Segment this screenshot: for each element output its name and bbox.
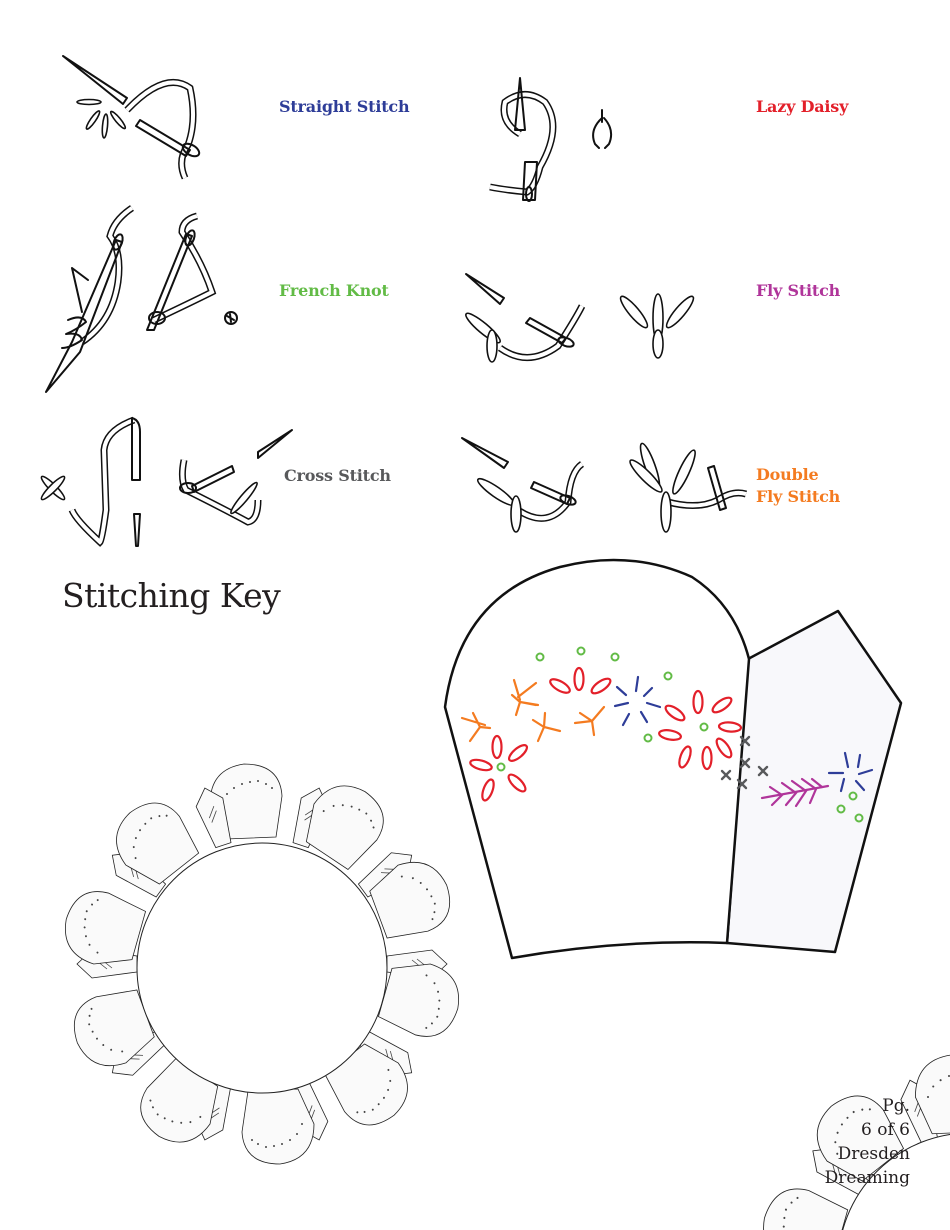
- cross-stitch-label: Cross Stitch: [284, 466, 391, 485]
- lazy-daisy-motif-3: [658, 689, 743, 771]
- lazy-daisy-motif-1: [469, 734, 529, 802]
- dresden-plate-diagram: [55, 763, 469, 1165]
- page-info: Pg. 6 of 6 Dresden Dreaming: [825, 1094, 910, 1190]
- fly-stitch-motifs: [460, 678, 606, 743]
- double-fly-stitch-illustration: [461, 437, 748, 533]
- french-knot-label: French Knot: [279, 281, 389, 300]
- page-title: Stitching Key: [62, 576, 281, 615]
- double-fly-stitch-label: Double Fly Stitch: [756, 464, 840, 508]
- lazy-daisy-illustration: [489, 77, 613, 202]
- cross-stitch-illustration: [40, 416, 293, 547]
- pattern-name-line1: Dresden: [837, 1144, 910, 1164]
- straight-stitch-illustration: [62, 55, 201, 180]
- lazy-daisy-motif-2: [549, 666, 612, 695]
- pattern-name-line2: Dreaming: [824, 1168, 910, 1188]
- dresden-plate-partial: [752, 1054, 950, 1230]
- lazy-daisy-label: Lazy Daisy: [756, 97, 849, 116]
- double-fly-label-line2: Fly Stitch: [756, 487, 841, 506]
- fly-stitch-illustration: [465, 273, 695, 363]
- french-knot-illustration: [45, 205, 238, 393]
- straight-stitch-motifs: [613, 675, 874, 793]
- dresden-center-circle: [136, 842, 388, 1094]
- fly-stitch-branch: [760, 777, 830, 808]
- straight-stitch-label: Straight Stitch: [279, 97, 410, 116]
- french-knot-motifs: [535, 646, 864, 823]
- page-label: Pg.: [882, 1096, 910, 1116]
- cross-stitch-motifs: [720, 735, 769, 790]
- fly-stitch-label: Fly Stitch: [756, 281, 841, 300]
- double-fly-label-line1: Double: [756, 465, 819, 484]
- page-number: 6 of 6: [861, 1120, 910, 1140]
- blade-pattern-diagram: [443, 558, 903, 960]
